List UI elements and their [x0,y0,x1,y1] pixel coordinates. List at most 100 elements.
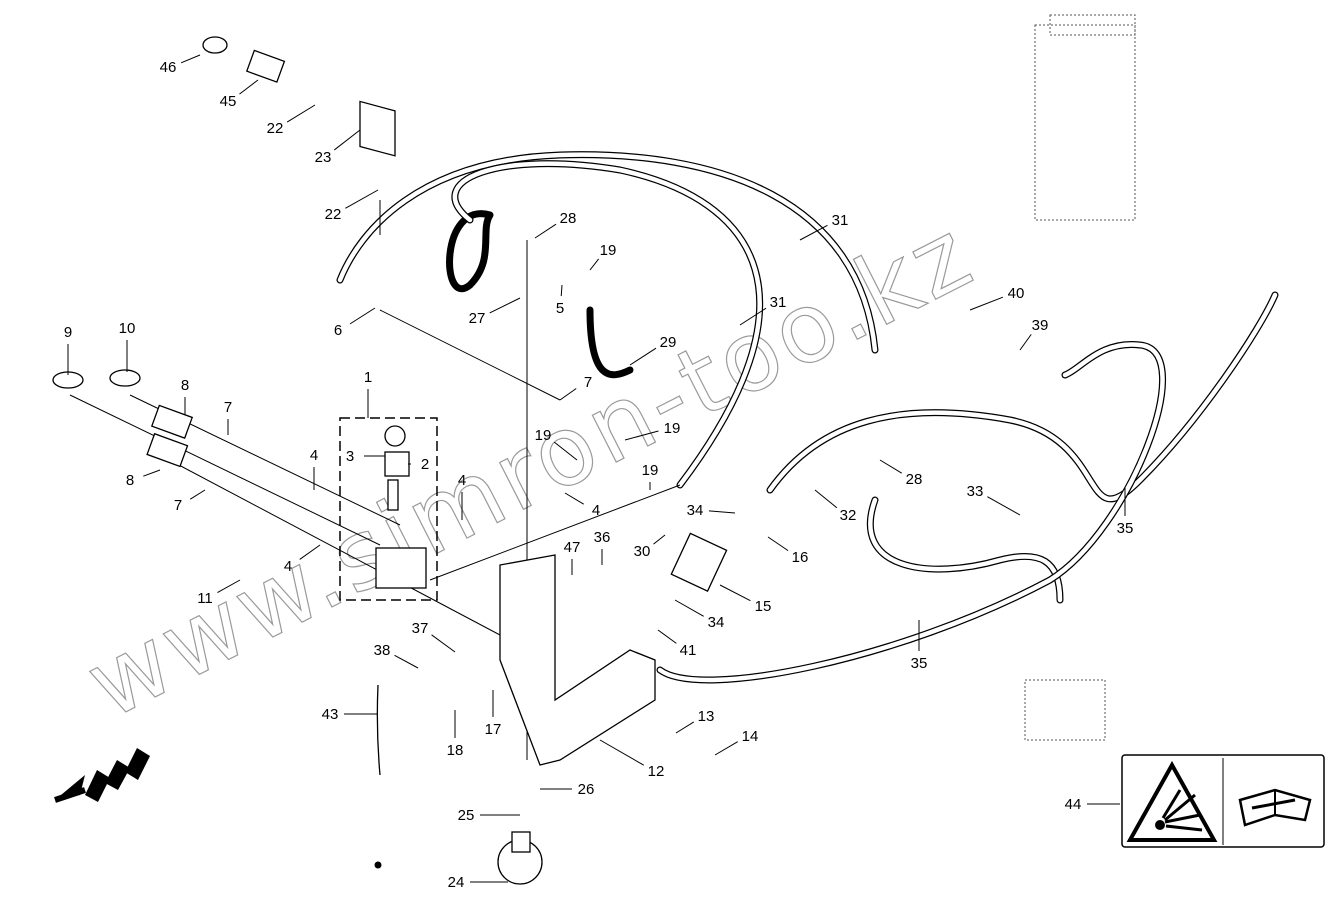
leader-line [553,441,578,461]
parts [52,36,728,885]
callout-33: 33 [967,483,1021,516]
callout-label: 34 [687,502,704,519]
callout-40: 40 [969,285,1024,311]
manual-wrench-book-icon [1238,788,1312,827]
callout-label: 27 [469,310,486,327]
callout-label: 22 [267,120,284,137]
callout-5: 5 [556,284,564,317]
callout-label: 34 [708,614,725,631]
callout-label: 35 [1117,520,1134,537]
callout-label: 39 [1032,317,1049,334]
callout-label: 38 [374,642,391,659]
leader-line [814,489,838,509]
leader-line [719,584,751,602]
callout-12: 12 [599,739,665,780]
callout-16: 16 [767,536,809,566]
callout-label: 23 [315,149,332,166]
callout-4: 4 [310,447,318,490]
callout-6: 6 [334,307,376,339]
callout-label: 1 [364,369,372,386]
callout-label: 32 [840,507,857,524]
callout-19: 19 [535,427,578,461]
leader-line [589,258,600,271]
leader-line [767,536,789,552]
callout-label: 45 [220,93,237,110]
callout-label: 18 [447,742,464,759]
callout-label: 37 [412,620,429,637]
leader-line [299,544,321,560]
callout-label: 26 [578,781,595,798]
callout-label: 35 [911,655,928,672]
callout-label: 15 [755,598,772,615]
callout-31: 31 [739,294,786,326]
leader-line [431,634,456,653]
callout-7: 7 [559,374,592,401]
leader-line [334,129,361,151]
callout-label: 44 [1065,796,1082,813]
callout-8: 8 [126,469,161,489]
callout-19: 19 [642,462,659,490]
callout-7: 7 [224,399,232,435]
callout-22: 22 [325,189,379,223]
callout-28: 28 [534,210,577,239]
callout-label: 7 [174,497,182,514]
leader-line [653,534,666,545]
leader-line [180,54,201,64]
callout-label: 41 [680,642,697,659]
callout-11: 11 [197,579,241,607]
callout-24: 24 [448,874,508,891]
leader-line [674,599,704,617]
callout-label: 16 [792,549,809,566]
callout-label: 9 [64,324,72,341]
callout-36: 36 [594,529,610,565]
callout-label: 12 [648,763,665,780]
callout-46: 46 [160,54,201,76]
callout-label: 4 [458,472,466,489]
callout-label: 14 [742,728,759,745]
callout-4: 4 [284,544,321,575]
callout-label: 28 [560,210,577,227]
callout-34: 34 [674,599,725,631]
callout-label: 3 [346,448,354,465]
callout-45: 45 [220,79,259,110]
callout-label: 4 [592,502,600,519]
callout-13: 13 [675,708,715,734]
callout-label: 7 [224,399,232,416]
callout-label: 5 [556,300,564,317]
callout-26: 26 [540,781,594,798]
leader-line [489,297,521,314]
callout-32: 32 [814,489,857,524]
callout-label: 4 [310,447,318,464]
callout-25: 25 [458,807,520,824]
callout-27: 27 [469,297,521,327]
callout-10: 10 [119,320,135,372]
leader-line [534,223,557,239]
callout-label: 13 [698,708,715,725]
leader-line [345,189,379,209]
leader-line [394,654,419,669]
leader-line [879,459,903,474]
callout-44: 44 [1065,796,1120,813]
callout-label: 7 [584,374,592,391]
callout-label: 19 [600,242,617,259]
callout-label: 19 [664,420,681,437]
leader-line [239,79,259,95]
callout-label: 17 [485,721,502,738]
callout-label: 4 [284,558,292,575]
warning-decal [1121,754,1325,848]
leader-line [560,284,563,297]
callout-23: 23 [315,129,361,166]
callout-label: 22 [325,206,342,223]
callout-label: 28 [906,471,923,488]
callout-label: 8 [181,377,189,394]
callout-7: 7 [174,489,206,514]
callout-8: 8 [181,377,189,415]
callout-29: 29 [629,334,676,366]
callout-label: 19 [642,462,659,479]
callout-label: 46 [160,59,177,76]
callout-4: 4 [458,472,466,520]
callout-18: 18 [447,710,464,759]
leader-line [739,307,767,326]
